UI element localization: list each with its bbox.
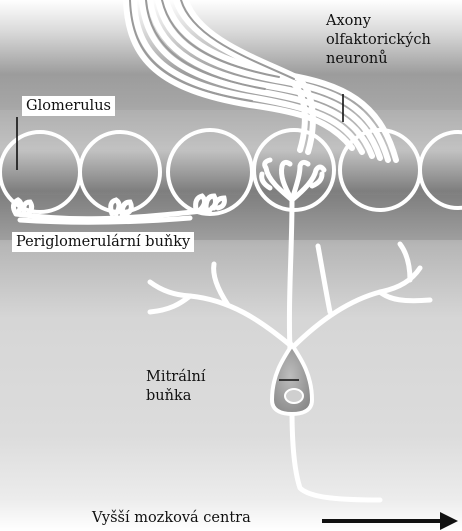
axons-label-line2: olfaktorických (326, 31, 431, 50)
glomerulus-label: Glomerulus (22, 96, 115, 116)
axons-label: Axony olfaktorických neuronů (326, 12, 431, 69)
mitral-cell-label: Mitrální buňka (146, 368, 206, 406)
higher-brain-centers-label: Vyšší mozková centra (92, 509, 251, 527)
axons-label-line3: neuronů (326, 50, 431, 69)
mitral-label-line2: buňka (146, 387, 206, 406)
periglomerular-cells-label: Periglomerulární buňky (12, 232, 194, 252)
mitral-nucleus (285, 389, 303, 403)
mitral-label-line1: Mitrální (146, 368, 206, 387)
axons-label-line1: Axony (326, 12, 431, 31)
